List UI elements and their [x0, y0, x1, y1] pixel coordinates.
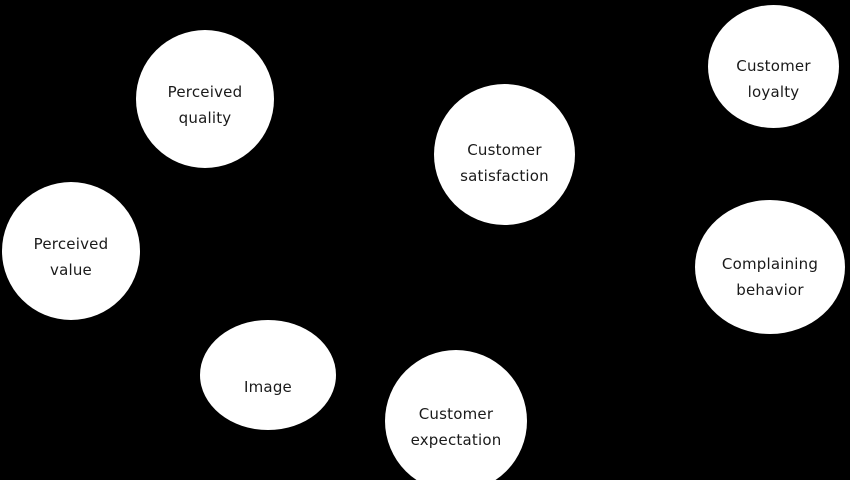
node-customer-expectation-label: Customer expectation	[410, 405, 502, 449]
node-complaining-behavior[interactable]: Complaining behavior	[695, 200, 845, 334]
node-perceived-value-label: Perceived value	[33, 235, 109, 279]
node-customer-satisfaction-label: Customer satisfaction	[460, 140, 549, 185]
node-perceived-value[interactable]: Perceived value	[2, 182, 140, 320]
node-customer-loyalty[interactable]: Customer loyalty	[708, 5, 839, 128]
node-customer-loyalty-label: Customer loyalty	[736, 56, 811, 101]
node-image[interactable]: Image	[200, 320, 336, 430]
node-customer-satisfaction[interactable]: Customer satisfaction	[434, 84, 575, 225]
node-customer-expectation[interactable]: Customer expectation	[385, 350, 527, 480]
node-complaining-behavior-label: Complaining behavior	[721, 255, 819, 299]
node-image-label: Image	[244, 378, 292, 396]
node-perceived-quality[interactable]: Perceived quality	[136, 30, 274, 168]
node-perceived-quality-label: Perceived quality	[167, 83, 243, 127]
